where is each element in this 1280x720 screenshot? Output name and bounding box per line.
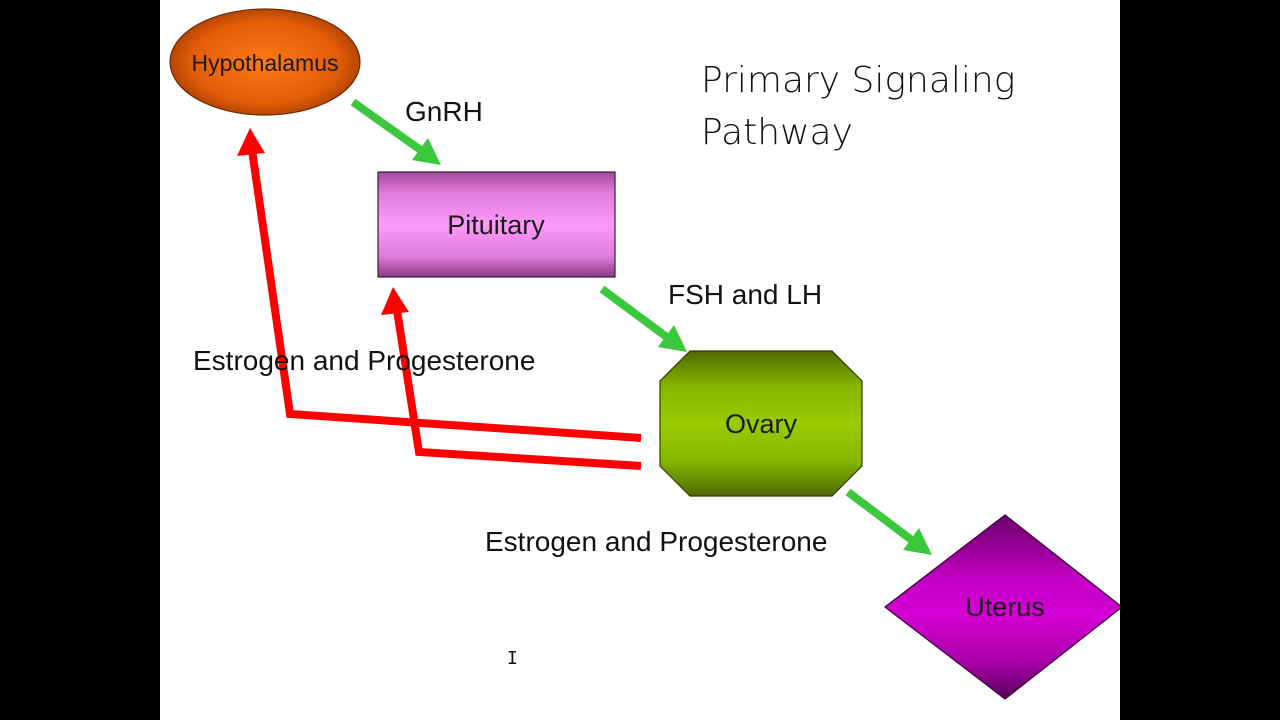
fsh-lh-label: FSH and LH bbox=[668, 279, 823, 310]
feedback-arrowhead-hypothalamus bbox=[237, 128, 265, 156]
feedback-arrows bbox=[237, 128, 642, 470]
fsh-lh-arrow bbox=[599, 285, 687, 352]
feedback-line-to-pituitary bbox=[393, 309, 642, 470]
node-pituitary: Pituitary bbox=[377, 171, 616, 278]
slide-title-line-2: Pathway bbox=[701, 112, 853, 153]
feedback-arrowhead-pituitary bbox=[381, 287, 409, 315]
slide-title: Primary Signaling Pathway bbox=[701, 55, 1015, 159]
ovary-uterus-label: Estrogen and Progesterone bbox=[485, 526, 828, 557]
hypothalamus-label: Hypothalamus bbox=[191, 50, 338, 76]
ovary-uterus-arrow bbox=[845, 488, 932, 555]
feedback-line-to-hypothalamus bbox=[248, 149, 642, 442]
node-ovary: Ovary bbox=[659, 350, 863, 497]
pituitary-label: Pituitary bbox=[447, 210, 545, 240]
slide-title-line-1: Primary Signaling bbox=[701, 60, 1016, 101]
feedback-label: Estrogen and Progesterone bbox=[193, 345, 536, 376]
node-uterus: Uterus bbox=[884, 514, 1120, 700]
node-hypothalamus: Hypothalamus bbox=[169, 8, 361, 116]
slide: Hypothalamus Pituitary Ovary Uterus Prim… bbox=[160, 0, 1120, 720]
ovary-label: Ovary bbox=[725, 409, 798, 439]
pathway-diagram: Hypothalamus Pituitary Ovary Uterus bbox=[169, 8, 1120, 700]
gnrh-label: GnRH bbox=[405, 96, 483, 127]
uterus-label: Uterus bbox=[965, 592, 1045, 622]
gnrh-arrow bbox=[350, 98, 441, 165]
text-cursor-icon: I bbox=[507, 648, 518, 669]
